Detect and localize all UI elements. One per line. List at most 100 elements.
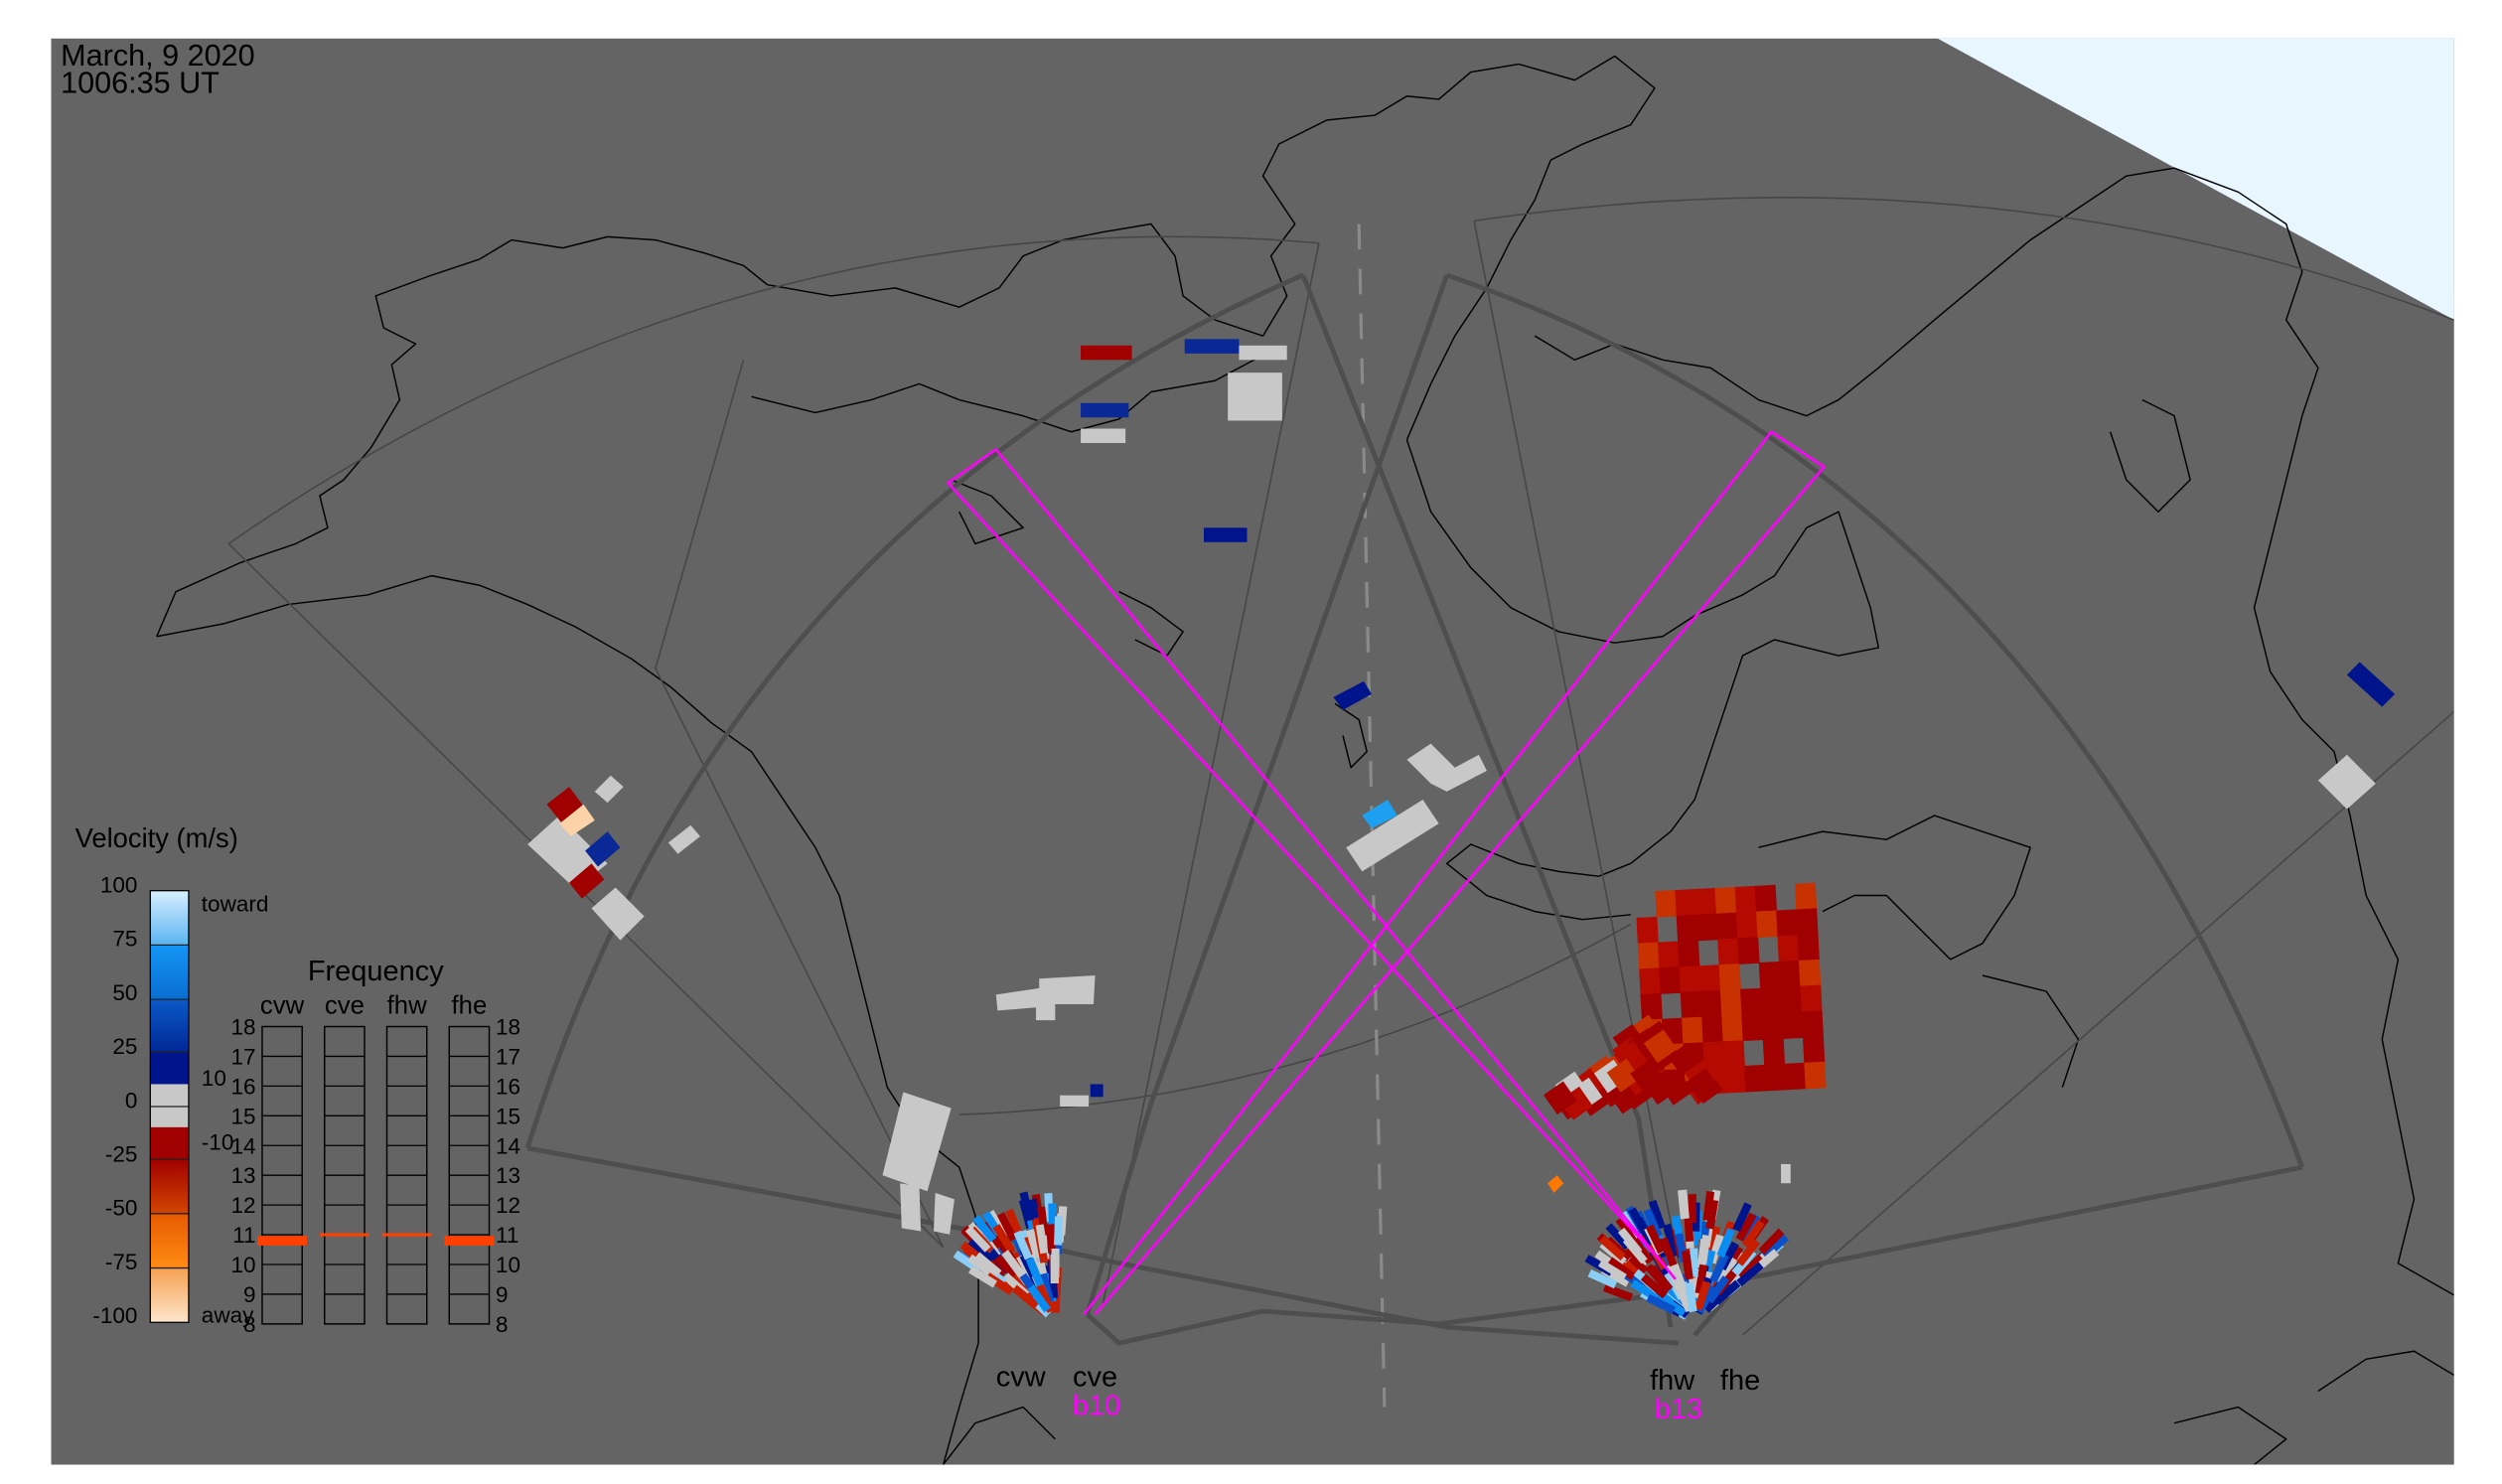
scatter-cell: [1762, 1038, 1786, 1066]
coastlines: [156, 55, 2454, 1465]
scatter-cell: [1640, 992, 1663, 1021]
scatter-cell: [1800, 984, 1823, 1013]
scatter-cell: [1659, 966, 1682, 994]
radar-label-cvw: cvw: [996, 1362, 1046, 1394]
scatter-cell: [1778, 960, 1802, 988]
scatter-cell: [1736, 1261, 1764, 1287]
scatter-cell: [1714, 1256, 1738, 1285]
scatter-cell: [1702, 1041, 1725, 1069]
scatter-cell: [1735, 911, 1759, 940]
scatter-cell: [1027, 1284, 1051, 1313]
velocity-tick: -25: [105, 1142, 138, 1167]
scatter-cell: [1695, 913, 1719, 942]
velocity-tick: 50: [112, 980, 137, 1005]
velocity-tick: 25: [112, 1034, 137, 1059]
frequency-tick-right: 16: [496, 1074, 520, 1099]
scatter-cell: [996, 1212, 1018, 1242]
scatter-cell: [1636, 916, 1659, 945]
scatter-cell: [1678, 940, 1700, 968]
scatter-cell: [1735, 1212, 1757, 1242]
scatter-cell: [1693, 1280, 1711, 1311]
scatter-cell: [1655, 890, 1678, 918]
scatter-cell: [1721, 1014, 1744, 1043]
scatter-cell: [1544, 1081, 1577, 1115]
frequency-tick-right: 18: [496, 1015, 520, 1040]
scatter-cell: [1797, 934, 1820, 962]
scatter-cell: [1046, 1224, 1056, 1254]
frequency-marker: [444, 1236, 495, 1246]
scatter-cell: [968, 1265, 997, 1288]
scatter-cell: [1798, 959, 1822, 987]
scatter-cell: [1735, 1239, 1761, 1266]
scatter-cell: [1682, 1016, 1704, 1045]
scatter-cell: [1675, 889, 1697, 917]
scatter-cell: [1776, 909, 1799, 938]
fov-outlines-thin: [227, 197, 2454, 1336]
frequency-tick-left: 15: [230, 1104, 255, 1128]
toward-label: toward: [202, 892, 269, 917]
frequency-tick-left: 9: [243, 1282, 256, 1307]
frequency-tick-left: 10: [230, 1253, 255, 1277]
scatter-cell: [1741, 1013, 1764, 1042]
scatter-cell: [994, 1255, 1020, 1281]
scatter-cell: [1013, 1230, 1033, 1261]
scatter-cell: [1680, 990, 1703, 1019]
radar-label-fhw: fhw: [1650, 1365, 1694, 1397]
scatter-cell: [1718, 964, 1741, 991]
frequency-title: Frequency: [308, 956, 444, 987]
scatter-cells: [527, 339, 2396, 1235]
frequency-tick-right: 9: [496, 1282, 509, 1307]
colorbar: [149, 890, 190, 1323]
scatter-cell: [1649, 1264, 1674, 1292]
scatter-cell: [1646, 1293, 1676, 1314]
scatter-cell: [1732, 1202, 1752, 1233]
scatter-cell: [1679, 1189, 1690, 1220]
frequency-tick-right: 15: [496, 1104, 520, 1128]
scatter-cell: [1602, 1283, 1633, 1302]
scatter-cell: [1659, 1237, 1678, 1267]
scatter-cell: [1676, 914, 1698, 943]
scatter-cell: [1645, 1224, 1666, 1255]
scatter-cell: [1606, 1058, 1641, 1093]
scatter-cell: [1784, 1062, 1807, 1091]
scatter-cell: [1714, 886, 1737, 915]
time-label: 1006:35 UT: [61, 67, 220, 100]
scatter-cell: [1713, 1279, 1741, 1305]
scatter-cell: [1796, 908, 1819, 937]
scatter-cell: [1639, 967, 1662, 995]
scatter-cell: [964, 1226, 991, 1253]
scatter-cell: [1780, 985, 1803, 1014]
scatter-cell: [1657, 941, 1681, 969]
scatter-cell: [1019, 1191, 1035, 1222]
scatter-cell: [1737, 937, 1760, 965]
radar-label-cve: cve: [1073, 1362, 1117, 1394]
frequency-tick-left: 18: [230, 1015, 255, 1040]
scatter-cell: [1717, 938, 1740, 965]
scatter-cell: [1663, 1227, 1680, 1258]
scatter-cell: [1719, 988, 1743, 1017]
scatter-cell: [1756, 910, 1779, 939]
away-label: away: [202, 1302, 254, 1327]
scatter-cell: [1781, 1011, 1804, 1039]
beam-b13: [946, 447, 1677, 1280]
frequency-marker: [319, 1233, 369, 1237]
scatter-cell: [1001, 1250, 1026, 1278]
scatter-cell: [1761, 1012, 1784, 1040]
near-range-scatter-fans: [953, 1189, 1789, 1320]
frequency-tick-right: 10: [496, 1253, 520, 1277]
frequency-tick-left: 12: [230, 1193, 255, 1218]
scatter-cell: [1025, 1257, 1045, 1287]
scatter-cell: [1622, 1237, 1648, 1264]
scatter-cell: [1737, 1254, 1765, 1280]
scatter-cell: [1035, 1224, 1049, 1255]
scatter-cell: [1025, 1229, 1042, 1260]
sky-region: [1937, 38, 2454, 321]
scatter-cell: [1698, 1235, 1711, 1264]
scatter-cell: [1587, 1268, 1618, 1289]
scatter-cell: [1777, 935, 1800, 963]
scatter-cell: [972, 1214, 997, 1243]
scatter-cell: [1804, 1061, 1827, 1090]
scatter-cell: [1723, 1065, 1747, 1094]
frequency-tick-right: 17: [496, 1044, 520, 1069]
